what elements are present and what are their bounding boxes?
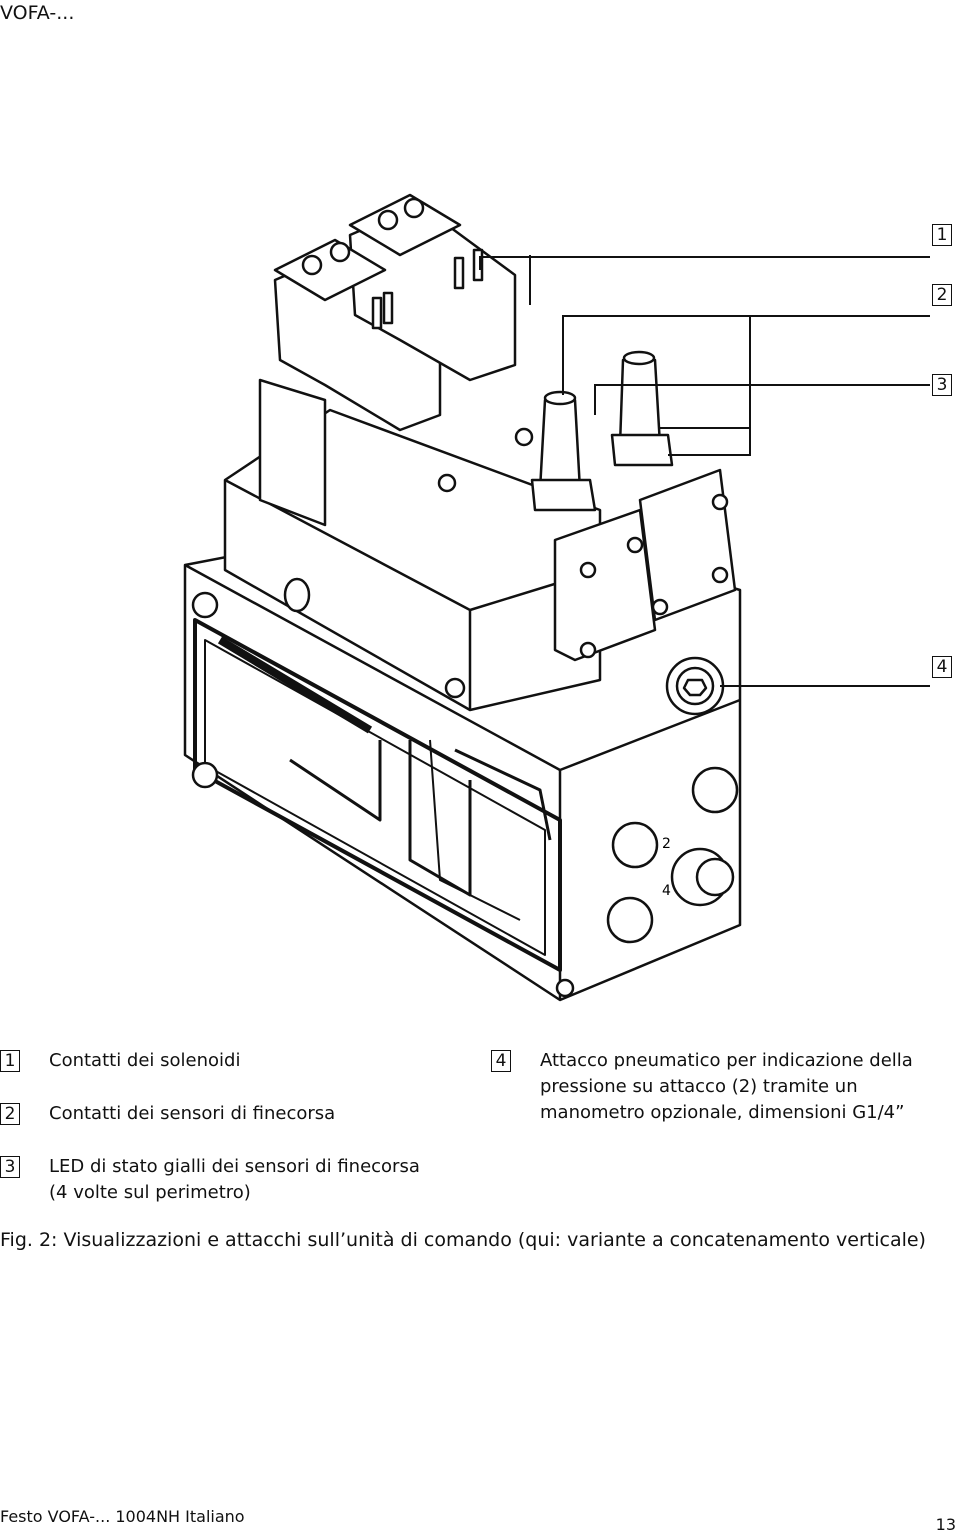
legend-number: 3 [0, 1156, 20, 1178]
proximity-sensor-front [538, 398, 582, 492]
legend-line: manometro opzionale, dimensioni G1/4” [540, 1102, 905, 1123]
page-number: 13 [935, 1515, 956, 1534]
channel-frame [193, 618, 562, 972]
running-title: VOFA-... [0, 2, 75, 24]
terminal-block-rear [348, 193, 462, 257]
port-label-2: 2 [662, 836, 671, 852]
port-label-4: 4 [662, 883, 671, 899]
legend-text: LED di stato gialli dei sensori di finec… [49, 1154, 420, 1206]
callout-2: 2 [932, 284, 952, 306]
callout-4: 4 [932, 656, 952, 678]
legend-line: Attacco pneumatico per indicazione della [540, 1050, 913, 1071]
legend-number: 1 [0, 1050, 20, 1072]
callout-3: 3 [932, 374, 952, 396]
footer-document-id: Festo VOFA-... 1004NH Italiano [0, 1507, 245, 1526]
terminal-block-front [273, 238, 387, 302]
proximity-sensor-rear [618, 358, 662, 447]
end-cap [258, 378, 327, 527]
callout-1: 1 [932, 224, 952, 246]
legend-text: Contatti dei solenoidi [49, 1050, 241, 1071]
legend-number: 2 [0, 1103, 20, 1125]
figure-caption: Fig. 2: Visualizzazioni e attacchi sull’… [0, 1229, 926, 1251]
circuit-rail [217, 636, 373, 734]
legend-number: 4 [491, 1050, 511, 1072]
legend-line: (4 volte sul perimetro) [49, 1182, 251, 1203]
legend-line: LED di stato gialli dei sensori di finec… [49, 1156, 420, 1177]
legend-line: pressione su attacco (2) tramite un [540, 1076, 858, 1097]
pilot-cap-right [638, 468, 737, 622]
valve-unit-illustration: 2 4 [183, 193, 930, 1002]
legend-text: Contatti dei sensori di finecorsa [49, 1103, 336, 1124]
legend-text: Attacco pneumatico per indicazione della… [540, 1048, 913, 1126]
